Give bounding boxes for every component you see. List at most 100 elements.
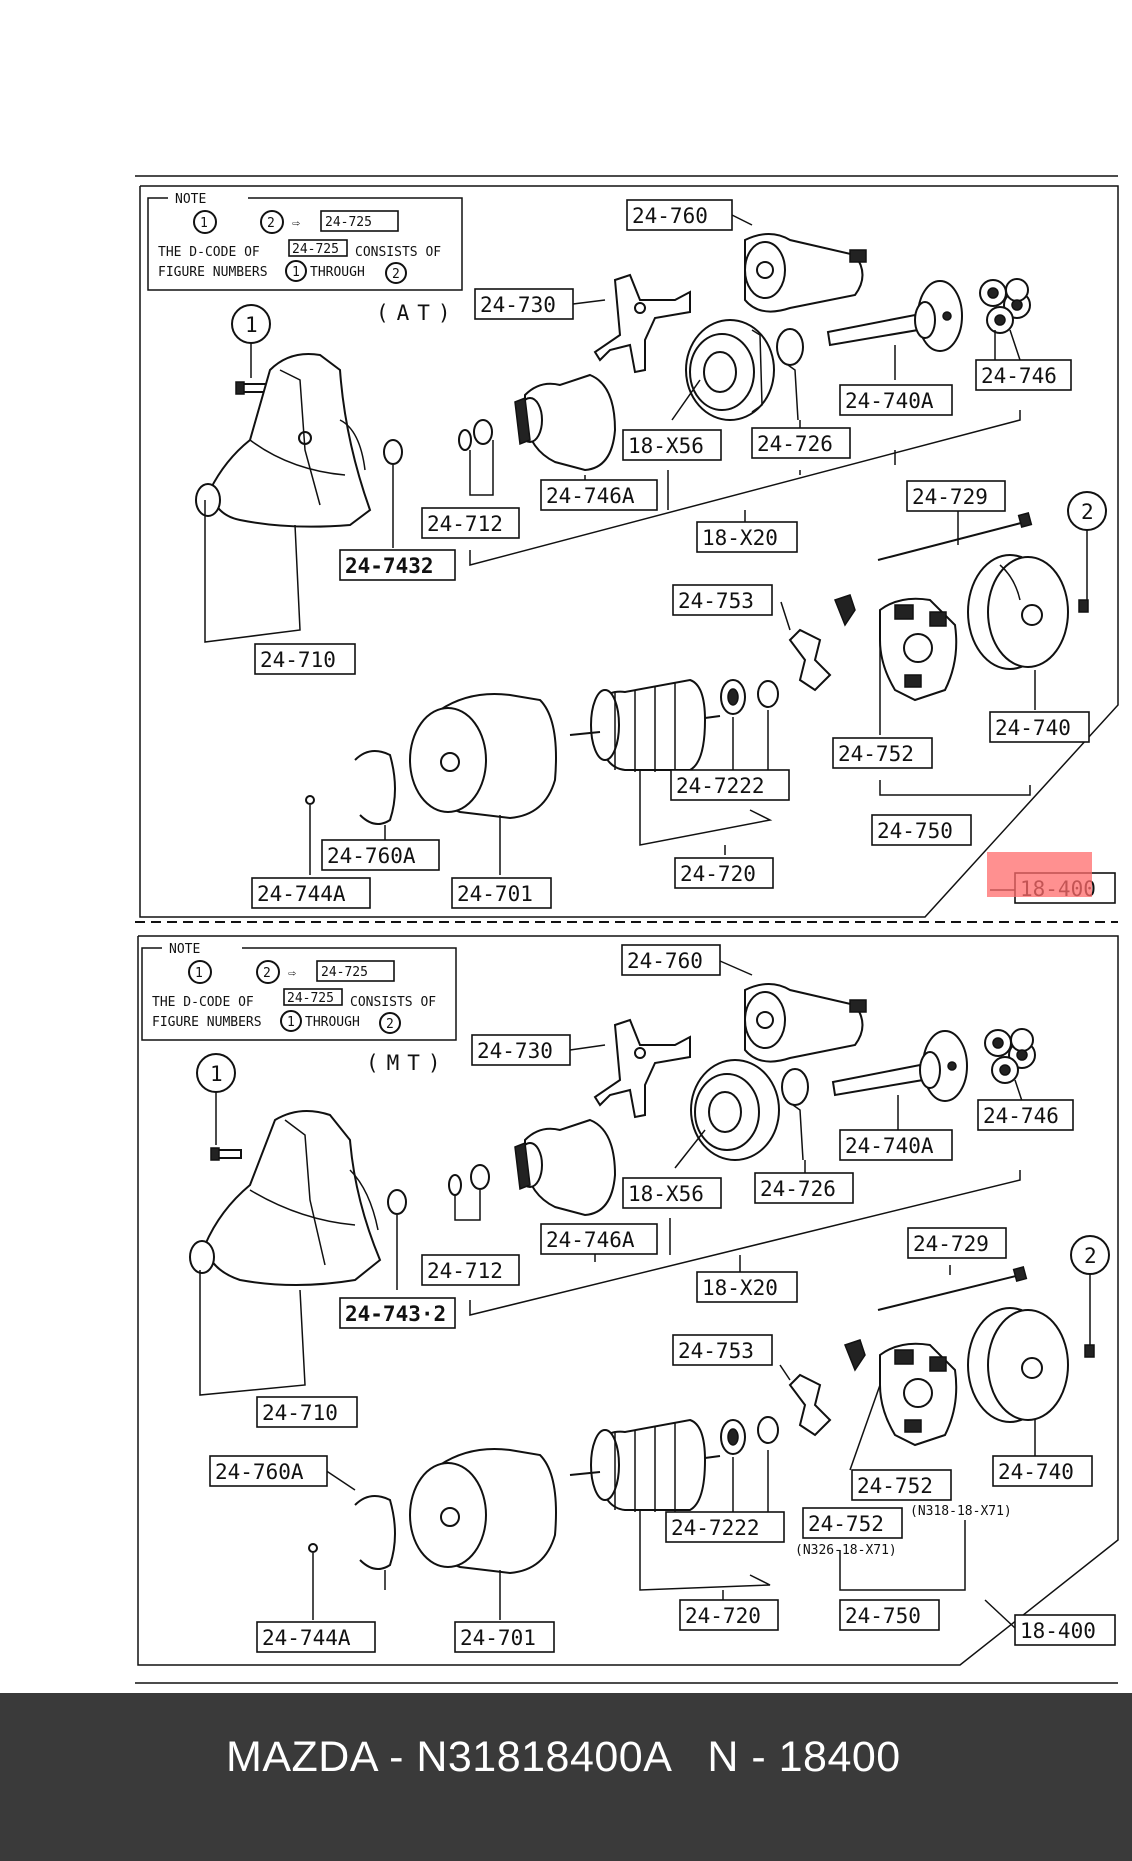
label-24-710: 24-710: [262, 1401, 338, 1425]
label-24-740: 24-740: [995, 716, 1071, 740]
label-24-750: 24-750: [845, 1604, 921, 1628]
label-24-701: 24-701: [457, 882, 533, 906]
screw-part: [1078, 599, 1089, 613]
label-24-752-a: 24-752: [857, 1474, 933, 1498]
label-24-701: 24-701: [460, 1626, 536, 1650]
note-range-start: 1: [200, 216, 208, 231]
shim-part: [305, 750, 396, 825]
note-arrow-code: 24-725: [321, 965, 368, 980]
caption-bar: MAZDA - N31818400A N - 18400: [0, 1693, 1132, 1861]
note-line2-mid: THROUGH: [310, 265, 365, 280]
label-24-752-b: 24-752: [808, 1512, 884, 1536]
brush-spring-part: [788, 594, 856, 692]
label-24-753: 24-753: [678, 589, 754, 613]
label-24-7222: 24-7222: [676, 774, 765, 798]
variant-label: (AT): [376, 301, 459, 325]
through-bolt-part: [877, 511, 1033, 561]
note-heading: NOTE: [169, 942, 200, 957]
label-24-760A: 24-760A: [215, 1460, 304, 1484]
snap-ring-part: [473, 419, 493, 445]
svg-text:2: 2: [1084, 1244, 1097, 1268]
front-housing-part: [195, 353, 372, 528]
bearing-part: [720, 679, 779, 715]
label-24-746: 24-746: [981, 364, 1057, 388]
label-24-7222: 24-7222: [671, 1516, 760, 1540]
lever-part: [593, 273, 691, 374]
label-24-744A: 24-744A: [257, 882, 346, 906]
arrow-icon: ⇨: [288, 966, 296, 981]
pinion-shaft-part: [826, 280, 963, 352]
label-24-726: 24-726: [757, 432, 833, 456]
brush-holder-part: [879, 597, 958, 702]
parts-diagram: NOTE 1 2 ⇨ 24-725 THE D-CODE OF 24-725 C…: [135, 175, 1119, 1684]
note-line2-n2: 2: [386, 1017, 394, 1032]
label-24-729: 24-729: [912, 485, 988, 509]
note-box: NOTE 1 2 ⇨ 24-725 THE D-CODE OF 24-725 C…: [141, 940, 457, 1041]
label-18-X56: 18-X56: [628, 1182, 704, 1206]
planetary-gears-part: [984, 1028, 1036, 1084]
rear-cover-part: [967, 1307, 1069, 1423]
solenoid-part: [744, 233, 867, 313]
label-24-752-b-note: (N326-18-X71): [795, 1543, 897, 1558]
stop-ring-part: [448, 1174, 462, 1196]
label-18-X56: 18-X56: [628, 434, 704, 458]
label-24-730: 24-730: [477, 1039, 553, 1063]
planetary-gears-part: [979, 278, 1031, 334]
front-housing-part: [189, 1110, 382, 1286]
note-line1-code: 24-725: [287, 991, 334, 1006]
bolt-part: [235, 381, 267, 395]
solenoid-part: [744, 983, 867, 1063]
note-line2-pre: FIGURE NUMBERS: [158, 265, 268, 280]
label-24-760: 24-760: [627, 949, 703, 973]
leader-lines: [199, 960, 1036, 1629]
armature-part: [569, 1418, 721, 1512]
label-24-740A: 24-740A: [845, 1134, 934, 1158]
label-18-X20: 18-X20: [702, 526, 778, 550]
note-line2-n1: 1: [292, 265, 300, 280]
note-line2-n1: 1: [287, 1015, 295, 1030]
panel-mt: NOTE 1 2 ⇨ 24-725 THE D-CODE OF 24-725 C…: [135, 935, 1119, 1684]
label-18-400: 18-400: [1020, 1619, 1096, 1643]
brush-spring-part: [788, 1339, 866, 1437]
note-line1-post: CONSISTS OF: [350, 995, 436, 1010]
yoke-part: [409, 1448, 557, 1575]
through-bolt-part: [877, 1265, 1028, 1311]
note-arrow-code: 24-725: [325, 215, 372, 230]
label-24-740A: 24-740A: [845, 389, 934, 413]
part-labels: 24-760 24-730 24-746 24-740A 18-X56 24-7…: [209, 944, 1116, 1653]
label-24-740: 24-740: [998, 1460, 1074, 1484]
label-24-712: 24-712: [427, 1259, 503, 1283]
note-line1-post: CONSISTS OF: [355, 245, 441, 260]
label-24-753: 24-753: [678, 1339, 754, 1363]
note-line1-pre: THE D-CODE OF: [152, 995, 254, 1010]
internal-gear-part: [685, 319, 775, 421]
label-24-744A: 24-744A: [262, 1626, 351, 1650]
note-line2-mid: THROUGH: [305, 1015, 360, 1030]
pinion-shaft-part: [831, 1030, 968, 1102]
label-18-X20: 18-X20: [702, 1276, 778, 1300]
label-24-720: 24-720: [685, 1604, 761, 1628]
note-range-end: 2: [267, 216, 275, 231]
highlight-marker: [987, 852, 1092, 897]
label-24-710: 24-710: [260, 648, 336, 672]
label-24-729: 24-729: [913, 1232, 989, 1256]
brush-holder-part: [879, 1342, 958, 1447]
label-24-750: 24-750: [877, 819, 953, 843]
bushing-part: [383, 439, 403, 465]
label-24-746: 24-746: [983, 1104, 1059, 1128]
note-line2-pre: FIGURE NUMBERS: [152, 1015, 262, 1030]
label-24-760: 24-760: [632, 204, 708, 228]
snap-ring-part: [470, 1164, 490, 1190]
screw-part: [1084, 1344, 1095, 1358]
label-24-7432: 24-7432: [345, 554, 434, 578]
note-range-end: 2: [263, 966, 271, 981]
lever-part: [593, 1018, 691, 1119]
overrunning-clutch-part: [514, 373, 617, 472]
note-heading: NOTE: [175, 192, 206, 207]
label-24-752: 24-752: [838, 742, 914, 766]
note-line2-n2: 2: [392, 267, 400, 282]
bearing-part: [720, 1416, 779, 1455]
overrunning-clutch-part: [514, 1118, 617, 1217]
bolt-part: [210, 1147, 242, 1161]
shim-part: [308, 1495, 396, 1570]
